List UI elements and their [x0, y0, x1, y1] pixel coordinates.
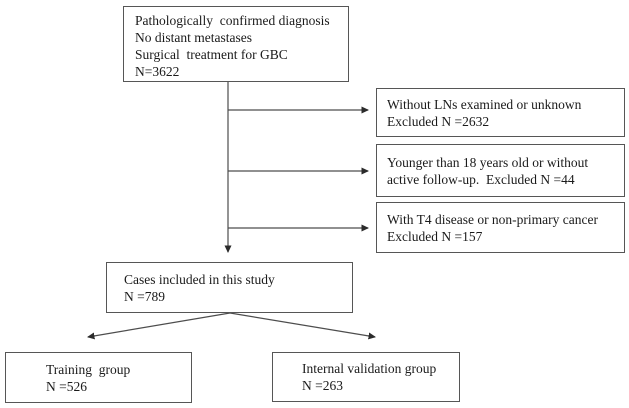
box-source-line-4: N=3622 — [135, 64, 180, 79]
box-included-cases: Cases included in this study N =789 — [106, 262, 353, 313]
arrow-included-to-training — [87, 312, 231, 340]
box-excluded-t4-nonprimary-line-1: With T4 disease or non-primary cancer — [387, 211, 599, 227]
box-excluded-no-ln-line-1: Without LNs examined or unknown — [387, 96, 582, 112]
box-validation-group: Internal validation group N =263 — [272, 352, 460, 402]
box-training-group: Training group N =526 — [5, 352, 192, 403]
box-excluded-no-ln: Without LNs examined or unknown Excluded… — [376, 88, 625, 137]
box-training-group-line-2: N =526 — [46, 378, 87, 394]
box-validation-group-line-1: Internal validation group — [302, 361, 437, 376]
box-excluded-t4-nonprimary-line-2: Excluded N =157 — [387, 228, 483, 244]
box-excluded-age-followup-line-1: Younger than 18 years old or without — [387, 154, 589, 170]
box-training-group-line-1: Training group — [46, 361, 131, 377]
arrow-included-to-validation — [229, 312, 376, 340]
box-validation-group-line-2: N =263 — [302, 378, 343, 393]
box-source-line-1: Pathologically confirmed diagnosis — [135, 13, 330, 28]
box-source-line-2: No distant metastases — [135, 30, 252, 45]
box-included-cases-line-2: N =789 — [124, 288, 165, 304]
box-included-cases-line-1: Cases included in this study — [124, 271, 275, 287]
box-excluded-age-followup-line-2: active follow-up. Excluded N =44 — [387, 171, 575, 187]
box-source-cohort: Pathologically confirmed diagnosis No di… — [123, 6, 349, 82]
box-excluded-no-ln-line-2: Excluded N =2632 — [387, 113, 490, 129]
box-excluded-age-followup: Younger than 18 years old or without act… — [376, 144, 625, 197]
box-excluded-t4-nonprimary: With T4 disease or non-primary cancer Ex… — [376, 202, 625, 253]
box-source-line-3: Surgical treatment for GBC — [135, 47, 288, 62]
